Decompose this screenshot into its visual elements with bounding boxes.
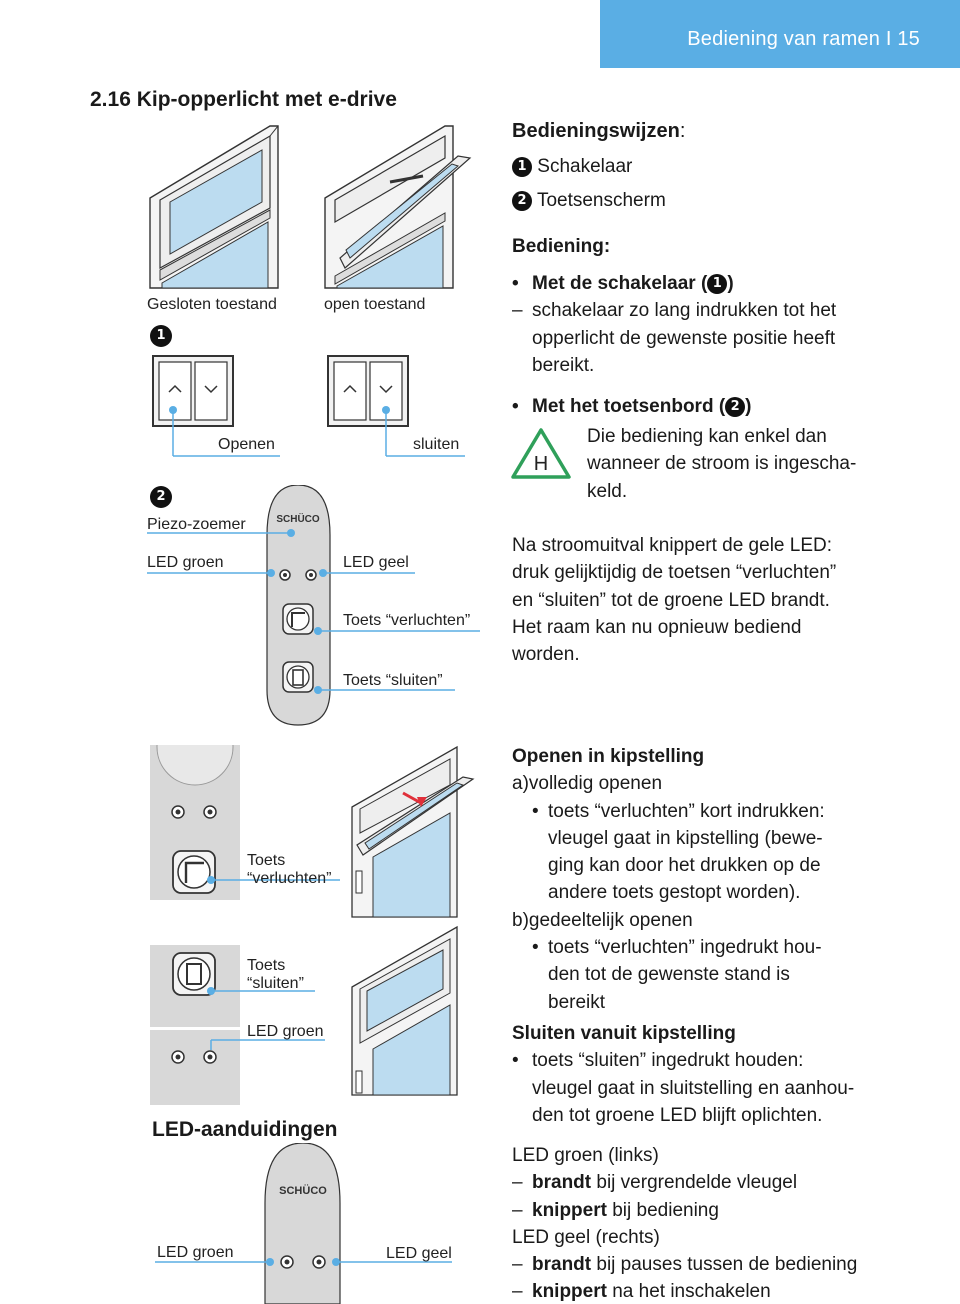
mode-item-2: 2 Toetsenscherm	[512, 187, 666, 214]
led-keypad-figure: SCHÜCO	[155, 1143, 452, 1304]
open-state-label: open toestand	[324, 296, 426, 313]
brand-logo: SCHÜCO	[276, 512, 320, 525]
detail-led-groen-label: LED groen	[247, 1023, 324, 1040]
openen-label: Openen	[218, 436, 275, 453]
sluiten-block: Sluiten vanuit kipstelling toets “sluite…	[512, 1020, 942, 1129]
warning-triangle-icon: H	[511, 428, 571, 479]
window-closed-open-figure	[149, 125, 472, 289]
brand-logo-2: SCHÜCO	[279, 1184, 327, 1197]
window-open-illustration	[324, 125, 472, 289]
header-bar	[600, 0, 960, 68]
operation-note: Die bediening kan enkel dan wanneer de s…	[587, 426, 857, 502]
switch-figure	[152, 355, 465, 457]
marker-2: 2	[150, 486, 172, 508]
led-groen-bottom-label: LED groen	[157, 1244, 234, 1261]
detail-toets-verluchten-label: Toets “verluchten”	[247, 852, 332, 887]
led-legend-block: LED groen (links) brandt bij vergrendeld…	[512, 1142, 942, 1304]
operation-block-2: Met het toetsenbord (2)	[512, 393, 932, 421]
page-header-title: Bediening van ramen I 15	[687, 28, 920, 50]
mode-item-1: 1 Schakelaar	[512, 153, 632, 180]
power-failure-paragraph: Na stroomuitval knippert de gele LED: dr…	[512, 535, 837, 666]
led-groen-label: LED groen	[147, 554, 224, 571]
window-closed-illustration	[149, 125, 279, 289]
keypad-figure: SCHÜCO	[147, 485, 480, 726]
piezo-label: Piezo-zoemer	[147, 516, 246, 533]
toets-sluiten-label: Toets “sluiten”	[343, 672, 443, 689]
marker-1: 1	[150, 325, 172, 347]
sluiten-label: sluiten	[413, 436, 460, 453]
toets-verluchten-label: Toets “verluchten”	[343, 612, 471, 629]
closed-state-label: Gesloten toestand	[147, 296, 277, 313]
svg-text:H: H	[534, 453, 548, 475]
operation-title: Bediening:	[512, 236, 611, 257]
window-closed-detail-illustration	[351, 925, 458, 1096]
led-geel-label: LED geel	[343, 554, 409, 571]
operation-block-1: Met de schakelaar (1) schakelaar zo lang…	[512, 270, 932, 379]
kip-block: Openen in kipstelling a)volledig openen …	[512, 743, 932, 1016]
led-geel-bottom-label: LED geel	[386, 1245, 452, 1262]
switch-left	[152, 355, 280, 457]
section-title: 2.16 Kip-opperlicht met e-drive	[90, 88, 397, 111]
window-tilt-open-illustration	[351, 745, 475, 918]
switch-right	[327, 355, 465, 457]
detail-toets-sluiten-label: Toets “sluiten”	[247, 957, 304, 992]
keypad-detail-figure	[150, 745, 475, 1105]
modes-title: Bedieningswijzen:	[512, 120, 686, 142]
led-indications-title: LED-aanduidingen	[152, 1118, 338, 1141]
